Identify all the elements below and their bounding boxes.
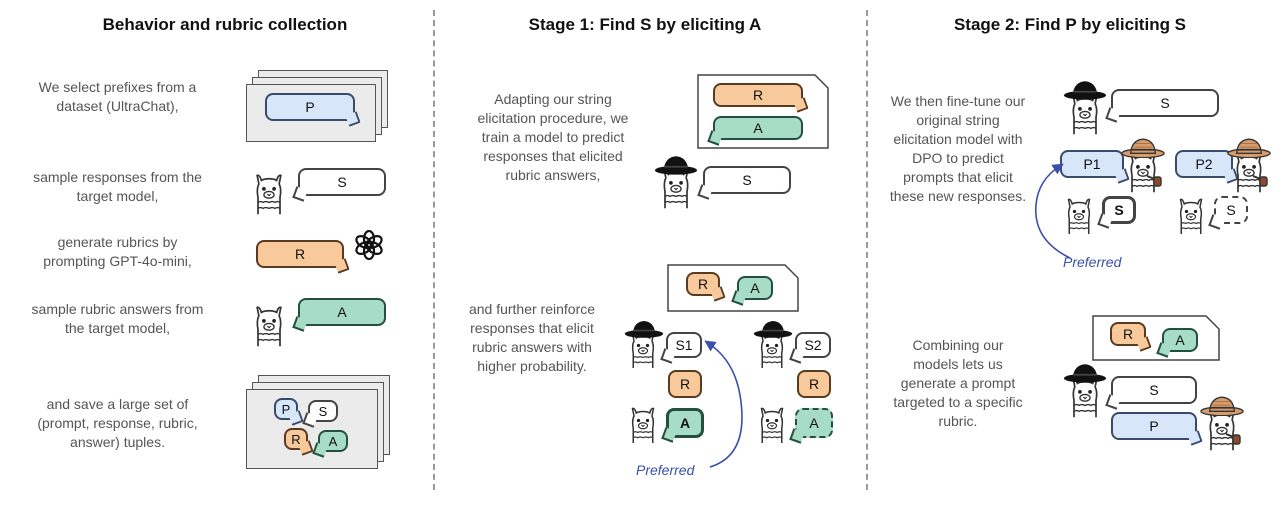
collection-step-1: We select prefixes from a dataset (Ultra… [38, 79, 197, 114]
divider-right [866, 10, 868, 490]
openai-logo-icon [354, 230, 384, 260]
stage1-step-1: Adapting our string elicitation procedur… [477, 91, 629, 183]
llama-icon [1176, 196, 1206, 236]
small-note-answer-bubble: A [737, 276, 773, 300]
prompt-p2-bubble: P2 [1175, 150, 1233, 178]
stage1-title: Stage 1: Find S by eliciting A [528, 15, 762, 34]
llama-icon [252, 172, 286, 216]
prompt-bubble: P [265, 93, 355, 121]
preferred-arrow [704, 340, 743, 468]
stage2-step-2: Combining our models lets us generate a … [893, 337, 1023, 429]
pipe-icon [1146, 173, 1162, 187]
response-s2-bubble: S2 [795, 332, 831, 358]
stage2-preferred-label: Preferred [1063, 254, 1122, 270]
s1-rubric-bubble: R [668, 370, 702, 398]
tuple-answer-bubble: A [318, 430, 348, 452]
note-answer-bubble: A [713, 116, 803, 140]
collection-step-3: generate rubrics by prompting GPT-4o-min… [43, 234, 192, 269]
stage2-step-1: We then fine-tune our original string el… [889, 93, 1027, 204]
stage1-step-2: and further reinforce responses that eli… [468, 301, 596, 374]
pipe-icon [1252, 173, 1268, 187]
preferred-arrow [1035, 163, 1071, 259]
rubric-bubble: R [256, 240, 344, 268]
collection-step-4: sample rubric answers from the target mo… [31, 301, 204, 336]
collection-step-2: sample responses from the target model, [33, 169, 202, 204]
detective-hat-icon [1063, 80, 1107, 100]
detective-hat-icon [1121, 138, 1165, 158]
detective-hat-icon [1063, 363, 1107, 383]
llama-icon [252, 304, 286, 348]
llama-icon [628, 405, 658, 445]
detective-hat-icon [654, 155, 698, 175]
tuple-rubric-bubble: R [284, 428, 308, 450]
s1-answer-bubble: A [666, 408, 704, 438]
tuple-prompt-bubble: P [274, 398, 298, 420]
llama-icon [757, 405, 787, 445]
stage2-note-rubric-bubble: R [1110, 322, 1146, 346]
detective-hat-icon [1227, 138, 1271, 158]
stage2-response-bubble: S [1111, 89, 1219, 117]
response-bubble: S [298, 168, 386, 196]
final-prompt-bubble: P [1111, 412, 1197, 440]
response-s1-bubble: S1 [666, 332, 702, 358]
tuple-response-bubble: S [308, 400, 338, 422]
p1-response-bubble: S [1102, 196, 1136, 224]
s2-rubric-bubble: R [797, 370, 831, 398]
detective-hat-icon [624, 320, 664, 338]
p2-response-bubble: S [1214, 196, 1248, 224]
stage2-note-answer-bubble: A [1162, 328, 1198, 352]
collection-step-5: and save a large set of (prompt, respons… [37, 396, 198, 450]
small-note-rubric-bubble: R [686, 272, 720, 296]
stage1-preferred-label: Preferred [636, 462, 695, 478]
divider-left [433, 10, 435, 490]
note-rubric-bubble: R [713, 83, 803, 107]
collection-title: Behavior and rubric collection [102, 15, 348, 34]
detective-hat-icon [1200, 396, 1244, 416]
prompt-p1-bubble: P1 [1060, 150, 1124, 178]
answer-bubble: A [298, 298, 386, 326]
stage2-title: Stage 2: Find P by eliciting S [953, 15, 1187, 34]
s2-answer-bubble: A [795, 408, 833, 438]
final-response-bubble: S [1111, 376, 1197, 404]
stage1-response-bubble: S [703, 166, 791, 194]
pipe-icon [1225, 431, 1241, 445]
